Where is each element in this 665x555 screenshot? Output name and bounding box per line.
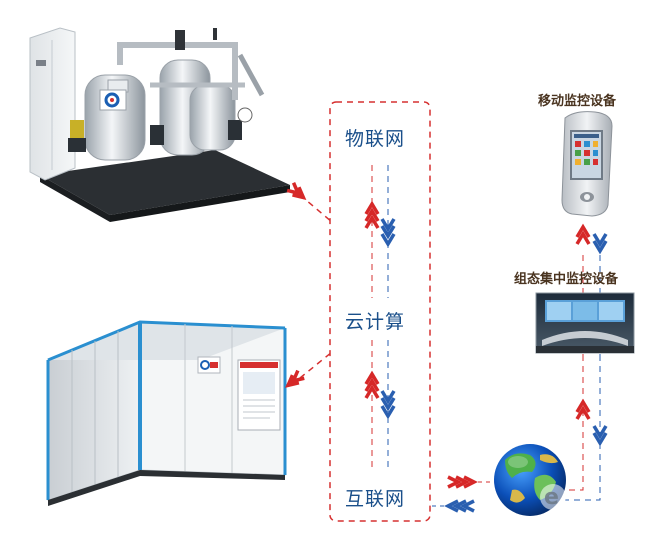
iot-layer-label: 物联网 [345, 128, 406, 150]
up-arrow-icon [575, 223, 591, 245]
globe-link-red-line [565, 355, 584, 491]
container-unit-image [46, 320, 287, 506]
down-arrow-icon [592, 425, 608, 447]
down-arrow-icon [380, 390, 396, 420]
cloud-layer-label: 云计算 [345, 311, 406, 333]
left-arrow-icon [444, 499, 475, 513]
boiler-skid-image [29, 27, 290, 222]
control-room-image [535, 292, 635, 354]
container-arrow-icon [285, 369, 305, 388]
globe-link-blue-line [565, 355, 601, 501]
skid-arrow-icon [286, 182, 307, 201]
svg-text:e: e [544, 485, 559, 510]
right-arrow-icon [447, 475, 478, 489]
central-monitor-label: 组态集中监控设备 [514, 272, 619, 287]
up-arrow-icon [575, 398, 591, 420]
down-arrow-icon [592, 233, 608, 255]
ie-logo-icon: e [540, 484, 566, 510]
internet-layer-label: 互联网 [345, 488, 406, 510]
up-arrow-icon [364, 370, 380, 399]
mobile-monitor-label: 移动监控设备 [538, 94, 617, 109]
skid-connector-line [299, 194, 333, 223]
container-connector-line [299, 351, 333, 379]
mobile-device-image [561, 111, 613, 217]
down-arrow-icon [380, 218, 396, 248]
up-arrow-icon [364, 200, 380, 229]
